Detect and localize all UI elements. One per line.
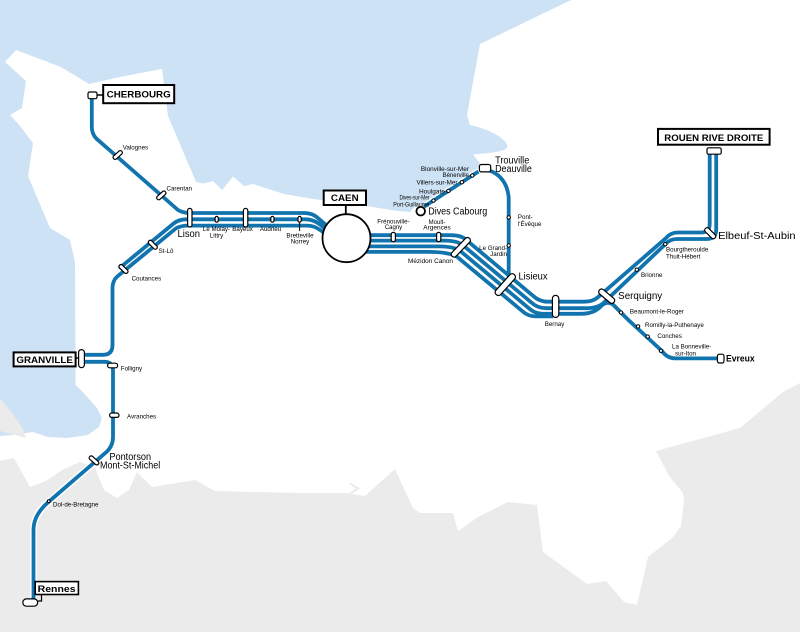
svg-text:Dives Cabourg: Dives Cabourg [428,206,487,217]
svg-text:sur-Iton: sur-Iton [675,350,697,357]
svg-text:Brionne: Brionne [641,272,663,279]
svg-text:St-Lô: St-Lô [159,248,174,255]
svg-text:l'Évêque: l'Évêque [518,221,542,228]
svg-text:Valognes: Valognes [123,145,148,152]
svg-text:Bretteville: Bretteville [286,232,314,239]
svg-text:Lison: Lison [178,229,201,240]
svg-text:Mont-St-Michel: Mont-St-Michel [100,461,160,472]
svg-text:Rennes: Rennes [38,584,76,595]
svg-text:Romilly-la-Puthenaye: Romilly-la-Puthenaye [645,322,704,329]
svg-text:Audrieu: Audrieu [260,226,282,233]
svg-text:Frénouville-: Frénouville- [377,219,409,225]
svg-text:Villers-sur-Mer: Villers-sur-Mer [417,181,458,187]
svg-text:Conches: Conches [657,333,681,340]
svg-text:Norrey: Norrey [291,238,310,245]
svg-text:Bénerville: Bénerville [443,173,470,179]
svg-text:Mézidon Canon: Mézidon Canon [408,258,454,265]
svg-text:Dol-de-Bretagne: Dol-de-Bretagne [53,501,99,508]
svg-text:Le Molay-: Le Molay- [203,226,230,233]
svg-text:Trouville: Trouville [495,156,529,167]
svg-text:Beaumont-le-Roger: Beaumont-le-Roger [630,308,684,315]
svg-text:Blonville-sur-Mer: Blonville-sur-Mer [421,167,469,173]
svg-text:Port-Guillaume: Port-Guillaume [393,202,430,208]
svg-text:Bourgtheroulde: Bourgtheroulde [666,247,709,254]
svg-text:Lisieux: Lisieux [519,271,548,282]
svg-text:Carentan: Carentan [167,186,193,193]
svg-text:Thuit-Hébert: Thuit-Hébert [666,253,701,260]
svg-text:Le Grand-: Le Grand- [479,245,507,252]
svg-text:La Bonneville-: La Bonneville- [672,344,711,351]
svg-text:ROUEN RIVE DROITE: ROUEN RIVE DROITE [664,133,763,144]
svg-text:Moult-: Moult- [429,220,446,226]
svg-text:Houlgate: Houlgate [419,190,446,196]
svg-text:Bayeux: Bayeux [232,226,254,233]
svg-text:Deauville: Deauville [495,164,532,175]
svg-text:Pont-: Pont- [518,214,533,221]
svg-text:Coutances: Coutances [132,275,162,282]
svg-text:Argences: Argences [423,225,451,231]
svg-text:CHERBOURG: CHERBOURG [107,90,171,101]
svg-text:CAEN: CAEN [331,193,359,203]
svg-text:Folligny: Folligny [121,365,143,372]
svg-text:Littry: Littry [210,233,224,240]
svg-text:Serquigny: Serquigny [618,291,662,302]
svg-text:Dives-sur-Mer: Dives-sur-Mer [400,196,430,202]
svg-text:Jardin: Jardin [490,251,507,258]
svg-text:Cagny: Cagny [385,225,402,231]
svg-text:GRANVILLE: GRANVILLE [16,355,73,366]
svg-text:Pontorson: Pontorson [109,452,151,463]
svg-text:Evreux: Evreux [726,354,755,365]
svg-text:Elbeuf-St-Aubin: Elbeuf-St-Aubin [718,231,796,242]
svg-text:Bernay: Bernay [545,321,566,328]
svg-text:Avranches: Avranches [127,413,156,420]
